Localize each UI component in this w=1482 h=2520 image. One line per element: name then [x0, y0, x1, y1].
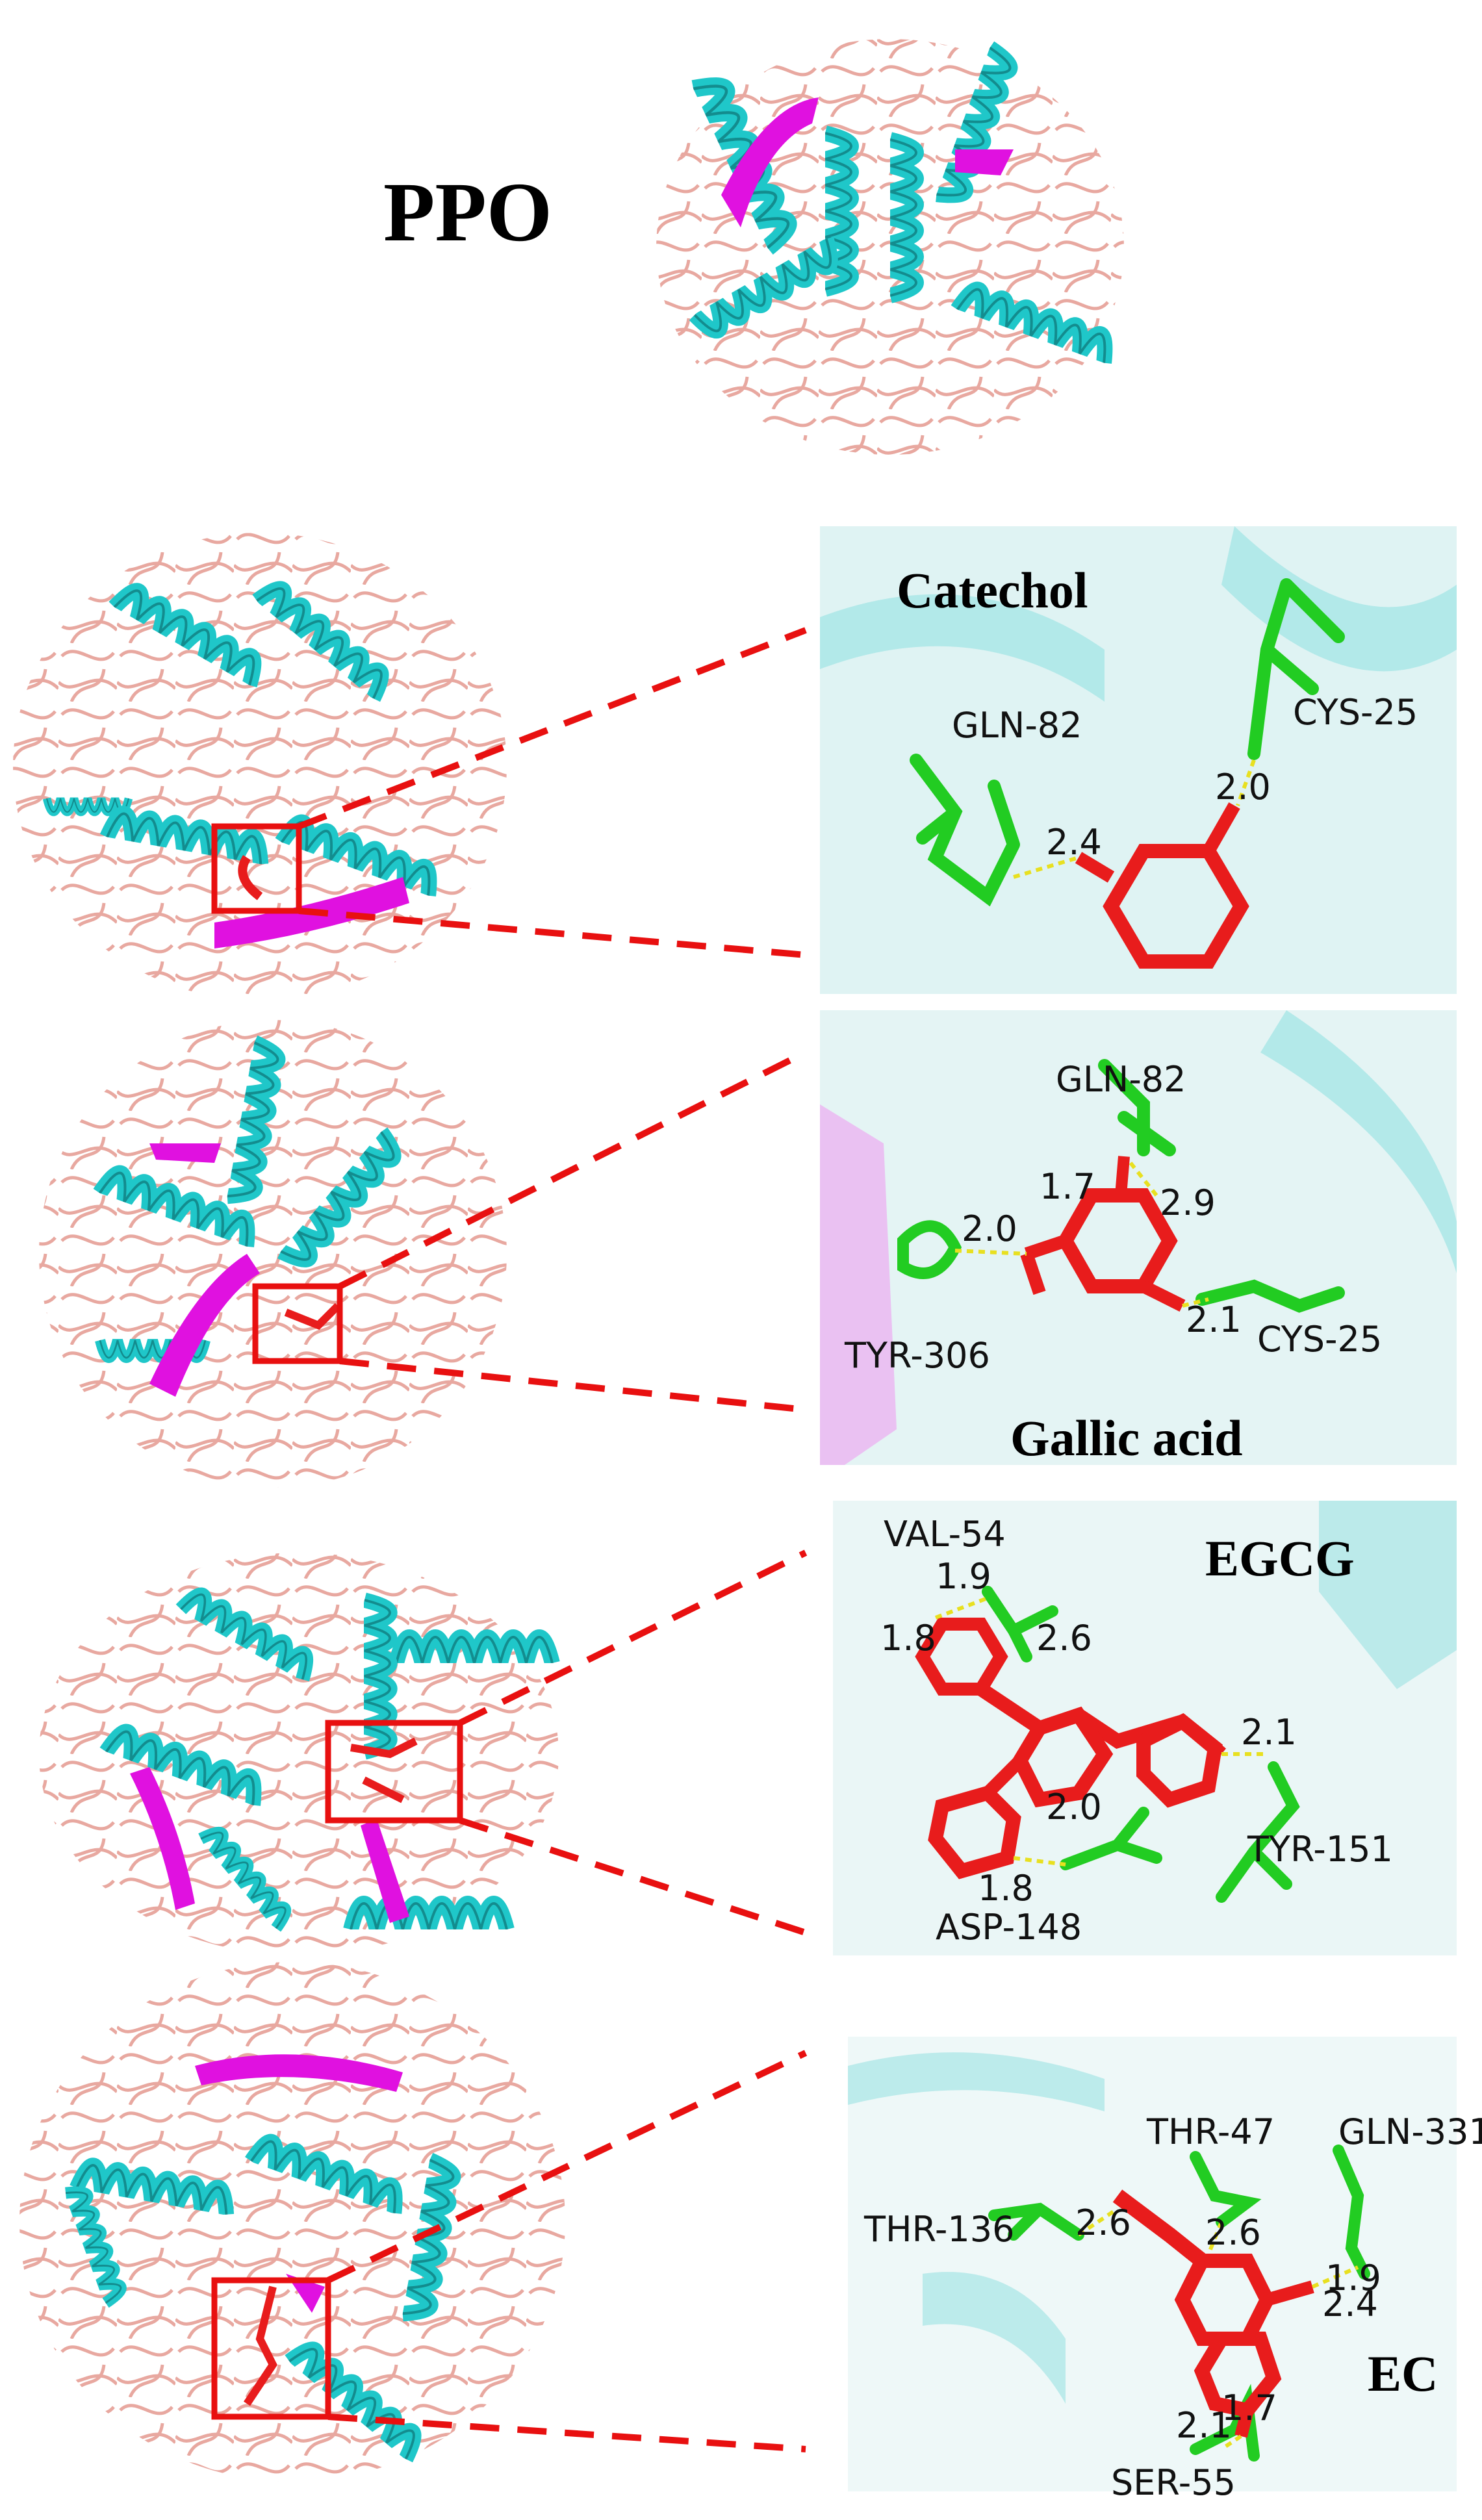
ec-residue-thr136: THR-136 [863, 2209, 1014, 2250]
ec-ligand-title: EC [1368, 2345, 1438, 2402]
gallic-acid-distance-1: 1.7 [1040, 1166, 1095, 1207]
ec-distance-2: 2.6 [1205, 2212, 1261, 2253]
ppo-overview-structure [656, 39, 1124, 455]
protein-title: PPO [383, 166, 552, 259]
catechol-binding-box [211, 823, 302, 914]
ec-detail-panel: THR-47 GLN-331 THR-136 SER-55 2.6 2.6 1.… [848, 2037, 1482, 2503]
egcg-complex-structure [39, 1553, 559, 1955]
ec-distance-4: 2.4 [1322, 2284, 1378, 2324]
egcg-ligand-title: EGCG [1205, 1530, 1355, 1586]
egcg-residue-val54: VAL-54 [884, 1514, 1006, 1555]
egcg-distance-2: 1.8 [880, 1618, 936, 1659]
catechol-complex-structure [13, 533, 507, 1000]
gallic-acid-distance-2: 2.9 [1160, 1182, 1216, 1223]
gallic-acid-residue-cys25: CYS-25 [1257, 1319, 1382, 1360]
egcg-zoom-line-bottom [459, 1817, 807, 1936]
ec-distance-6: 1.7 [1221, 2387, 1277, 2428]
catechol-zoom-line-top [298, 627, 807, 830]
egcg-distance-6: 1.8 [978, 1868, 1034, 1909]
egcg-distance-1: 1.9 [936, 1556, 991, 1597]
ec-complex-structure [19, 1962, 565, 2482]
gallic-acid-zoom-line-bottom [339, 1358, 806, 1413]
complex-row-gallic-acid: GLN-82 TYR-306 CYS-25 1.7 2.9 2.0 2.1 Ga… [39, 1010, 1457, 1488]
gallic-acid-complex-structure [39, 1020, 507, 1488]
ec-zoom-line-bottom [327, 2413, 806, 2452]
gallic-acid-distance-4: 2.1 [1186, 1299, 1242, 1340]
gallic-acid-residue-tyr306: TYR-306 [844, 1335, 990, 1376]
egcg-distance-5: 2.0 [1046, 1787, 1102, 1827]
ec-residue-thr47: THR-47 [1146, 2111, 1275, 2152]
gallic-acid-distance-3: 2.0 [962, 1208, 1017, 1249]
gallic-acid-ligand-title: Gallic acid [1010, 1410, 1242, 1466]
catechol-distance-2: 2.0 [1215, 767, 1271, 808]
catechol-distance-1: 2.4 [1046, 822, 1102, 863]
gallic-acid-residue-gln82: GLN-82 [1056, 1059, 1186, 1100]
egcg-distance-4: 2.1 [1241, 1712, 1297, 1753]
complex-row-egcg: EGCG VAL-54 TYR-151 ASP-148 1.9 1.8 2.6 … [39, 1501, 1457, 1955]
catechol-ligand-title: Catechol [897, 562, 1088, 618]
gallic-acid-zoom-line-top [338, 1049, 808, 1290]
gallic-acid-binding-box [252, 1283, 343, 1364]
ec-residue-ser55: SER-55 [1111, 2462, 1236, 2503]
ec-distance-5: 2.1 [1176, 2405, 1232, 2446]
catechol-zoom-line-bottom [298, 908, 806, 958]
ec-distance-3: 1.9 [1325, 2258, 1381, 2298]
ec-zoom-line-top [326, 2050, 808, 2284]
egcg-zoom-line-top [458, 1549, 808, 1726]
catechol-residue-gln82: GLN-82 [952, 705, 1082, 746]
egcg-residue-tyr151: TYR-151 [1247, 1829, 1393, 1870]
egcg-distance-3: 2.6 [1036, 1618, 1092, 1659]
ec-binding-box [211, 2277, 331, 2420]
egcg-binding-box [325, 1720, 463, 1824]
gallic-acid-detail-panel: GLN-82 TYR-306 CYS-25 1.7 2.9 2.0 2.1 Ga… [820, 1010, 1457, 1466]
ec-distance-1: 2.6 [1075, 2202, 1131, 2243]
catechol-residue-cys25: CYS-25 [1293, 692, 1418, 733]
catechol-detail-panel: Catechol GLN-82 CYS-25 2.4 2.0 [820, 526, 1457, 994]
ec-residue-gln331: GLN-331 [1338, 2111, 1482, 2152]
egcg-detail-panel: EGCG VAL-54 TYR-151 ASP-148 1.9 1.8 2.6 … [833, 1501, 1457, 1955]
complex-row-ec: THR-47 GLN-331 THR-136 SER-55 2.6 2.6 1.… [19, 1962, 1482, 2503]
egcg-residue-asp148: ASP-148 [936, 1907, 1082, 1948]
complex-row-catechol: Catechol GLN-82 CYS-25 2.4 2.0 [13, 526, 1457, 1000]
